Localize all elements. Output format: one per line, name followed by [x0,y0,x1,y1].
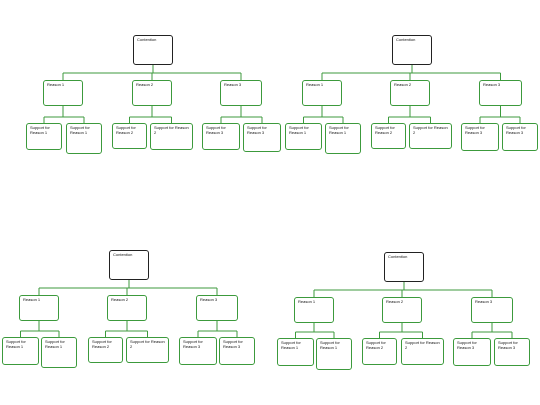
reason-node[interactable]: Reason 2 [132,80,172,106]
support-node-label: Support for Reason 1 [45,339,65,349]
support-node-label: Support for Reason 2 [375,125,395,135]
support-node[interactable]: Support for Reason 2 [126,337,169,363]
support-node-label: Support for Reason 1 [320,340,340,350]
reason-node-label: Reason 2 [136,82,154,87]
reason-node[interactable]: Reason 1 [294,297,334,323]
support-node[interactable]: Support for Reason 1 [26,123,62,150]
support-node-label: Support for Reason 3 [498,340,518,350]
reason-node-label: Reason 1 [23,297,41,302]
support-node-label: Support for Reason 2 [405,340,440,350]
support-node[interactable]: Support for Reason 2 [409,123,452,149]
support-node-label: Support for Reason 3 [465,125,485,135]
reason-node[interactable]: Reason 3 [471,297,513,323]
support-node-label: Support for Reason 1 [329,125,349,135]
support-node[interactable]: Support for Reason 1 [41,337,77,368]
support-node[interactable]: Support for Reason 1 [285,123,322,150]
support-node[interactable]: Support for Reason 3 [461,123,499,151]
support-node[interactable]: Support for Reason 3 [502,123,538,151]
support-node-label: Support for Reason 1 [30,125,50,135]
support-node-label: Support for Reason 2 [92,339,112,349]
support-node-label: Support for Reason 1 [70,125,90,135]
support-node[interactable]: Support for Reason 3 [453,338,491,366]
contention-node-label: Contention [113,252,133,257]
support-node-label: Support for Reason 2 [116,125,136,135]
support-node[interactable]: Support for Reason 2 [150,123,193,150]
support-node-label: Support for Reason 2 [154,125,189,135]
reason-node[interactable]: Reason 3 [479,80,522,106]
contention-node[interactable]: Contention [133,35,173,65]
reason-node-label: Reason 1 [298,299,316,304]
support-node[interactable]: Support for Reason 2 [371,123,406,149]
support-node[interactable]: Support for Reason 2 [88,337,123,363]
reason-node[interactable]: Reason 3 [196,295,238,321]
contention-node[interactable]: Contention [384,252,424,282]
reason-node-label: Reason 1 [47,82,65,87]
support-node-label: Support for Reason 3 [206,125,226,135]
support-node-label: Support for Reason 2 [413,125,448,135]
contention-node-label: Contention [137,37,157,42]
support-node[interactable]: Support for Reason 3 [219,337,255,365]
support-node[interactable]: Support for Reason 1 [325,123,361,154]
support-node[interactable]: Support for Reason 1 [277,338,314,366]
support-node-label: Support for Reason 3 [506,125,526,135]
reason-node-label: Reason 3 [224,82,242,87]
support-node[interactable]: Support for Reason 3 [243,123,281,152]
reason-node-label: Reason 3 [483,82,501,87]
support-node[interactable]: Support for Reason 3 [494,338,530,366]
support-node-label: Support for Reason 1 [289,125,309,135]
support-node[interactable]: Support for Reason 3 [202,123,240,150]
reason-node-label: Reason 3 [475,299,493,304]
contention-node[interactable]: Contention [109,250,149,280]
support-node-label: Support for Reason 2 [130,339,165,349]
reason-node[interactable]: Reason 1 [302,80,342,106]
support-node[interactable]: Support for Reason 2 [112,123,147,149]
support-node[interactable]: Support for Reason 3 [179,337,217,365]
reason-node-label: Reason 2 [386,299,404,304]
support-node[interactable]: Support for Reason 1 [316,338,352,370]
reason-node[interactable]: Reason 2 [107,295,147,321]
reason-node-label: Reason 3 [200,297,218,302]
support-node-label: Support for Reason 3 [223,339,243,349]
support-node-label: Support for Reason 3 [183,339,203,349]
contention-node-label: Contention [388,254,408,259]
support-node[interactable]: Support for Reason 1 [2,337,39,365]
support-node[interactable]: Support for Reason 1 [66,123,102,154]
contention-node-label: Contention [396,37,416,42]
reason-node[interactable]: Reason 2 [382,297,422,323]
reason-node-label: Reason 1 [306,82,324,87]
support-node-label: Support for Reason 2 [366,340,386,350]
support-node[interactable]: Support for Reason 2 [362,338,397,365]
support-node-label: Support for Reason 3 [457,340,477,350]
contention-node[interactable]: Contention [392,35,432,65]
reason-node[interactable]: Reason 2 [390,80,430,106]
support-node-label: Support for Reason 1 [281,340,301,350]
support-node-label: Support for Reason 3 [247,125,267,135]
reason-node[interactable]: Reason 1 [19,295,59,321]
support-node[interactable]: Support for Reason 2 [401,338,444,365]
reason-node[interactable]: Reason 3 [220,80,262,106]
support-node-label: Support for Reason 1 [6,339,26,349]
reason-node[interactable]: Reason 1 [43,80,83,106]
reason-node-label: Reason 2 [111,297,129,302]
reason-node-label: Reason 2 [394,82,412,87]
